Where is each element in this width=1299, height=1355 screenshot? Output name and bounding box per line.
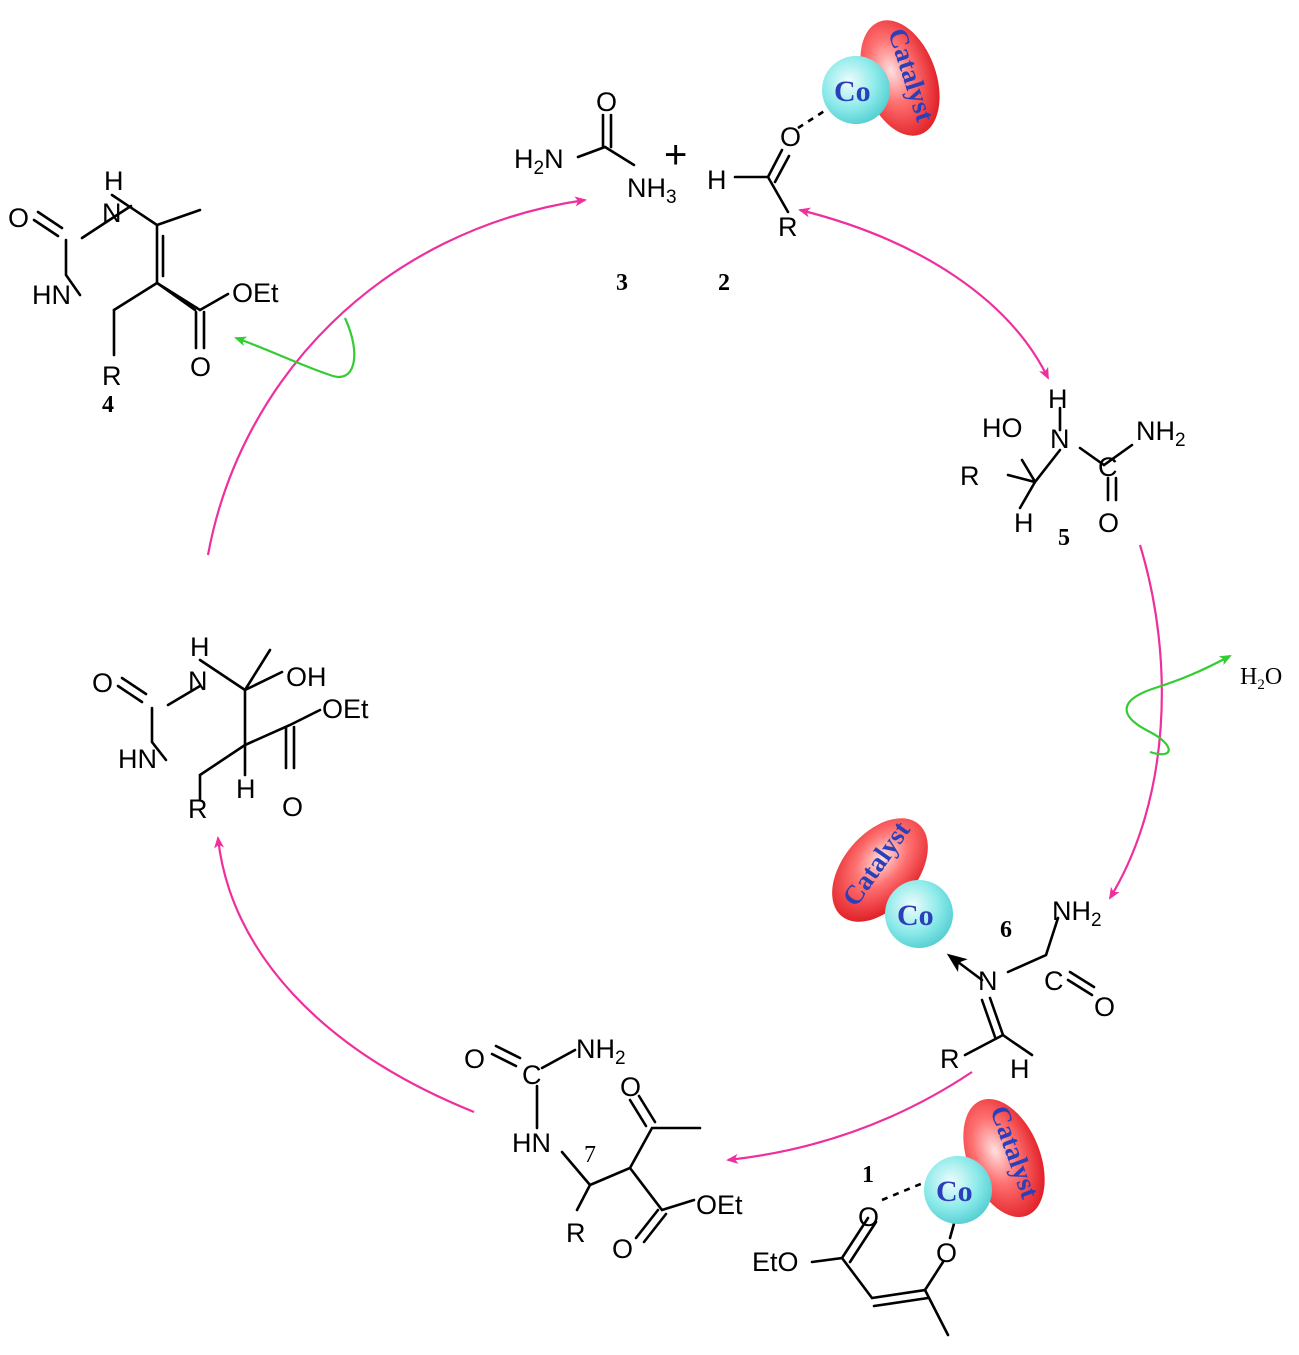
int-hn-label: HN — [118, 744, 157, 774]
c4-n-label: N — [102, 198, 122, 228]
int-o-label: O — [92, 668, 113, 698]
c6-nh2-label: NH2 — [1052, 896, 1102, 931]
c4-number: 4 — [102, 392, 114, 418]
c2-o-label: O — [780, 122, 801, 152]
arrow-5-to-6 — [1108, 544, 1163, 900]
cobalt-sphere — [822, 56, 890, 124]
c7-o-ester-label: O — [612, 1234, 633, 1264]
cycle-arrows — [206, 196, 1163, 1164]
c5-ho-label: HO — [982, 413, 1023, 443]
c4-oet-label: OEt — [232, 278, 279, 308]
catalyst-complex-1: Catalyst Co — [924, 1098, 1045, 1224]
c5-nh2-label: NH2 — [1136, 416, 1186, 451]
c1-o-enol-label: O — [936, 1238, 957, 1268]
c4-hn-label: HN — [32, 280, 71, 310]
c2-r-label: R — [778, 212, 798, 242]
c6-o-label: O — [1094, 992, 1115, 1022]
int-n-label: N — [188, 666, 208, 696]
c5-r-label: R — [960, 461, 980, 491]
int-oet-label: OEt — [322, 694, 369, 724]
c7-r-label: R — [566, 1218, 586, 1248]
c3-nh3-label: NH3 — [627, 173, 677, 208]
c5-number: 5 — [1058, 525, 1070, 551]
c1-number: 1 — [862, 1162, 874, 1188]
c6-h-label: H — [1010, 1054, 1030, 1084]
c7-o-ketone-label: O — [620, 1072, 641, 1102]
int-h-label: H — [236, 774, 256, 804]
c5-n-label: N — [1050, 424, 1070, 454]
c4-o-carbonyl-label: O — [190, 352, 211, 382]
c6-n-label: N — [978, 966, 998, 996]
c5-o-label: O — [1098, 508, 1119, 538]
water-release-arrow — [1125, 655, 1232, 756]
compound-2: H O R 2 Catalyst Co — [707, 20, 940, 296]
int-r-label: R — [188, 794, 208, 824]
c2-number: 2 — [718, 270, 730, 296]
plus-sign: + — [664, 133, 687, 177]
compound-6: NH2 N C O R H 6 Catalyst Co — [832, 816, 1115, 1084]
compound-4: O H N HN OEt O R 4 — [8, 166, 279, 418]
c2-h-label: H — [707, 165, 727, 195]
compound-3: H2N O NH3 3 — [514, 87, 677, 296]
int-oh-label: OH — [286, 662, 327, 692]
release-product-arrow — [234, 317, 356, 378]
c7-oet-label: OEt — [696, 1190, 743, 1220]
int-nh-h-label: H — [190, 632, 210, 662]
cobalt-label: Co — [834, 75, 871, 108]
c5-c-label: C — [1098, 452, 1118, 482]
arrow-6-to-7 — [726, 1071, 973, 1164]
cobalt-label: Co — [897, 899, 934, 932]
arrow-7-to-intermediate — [214, 836, 475, 1114]
arrow-4-to-3 — [206, 196, 587, 556]
cobalt-sphere — [924, 1156, 992, 1224]
c4-o-label: O — [8, 203, 29, 233]
water-label: H2O — [1240, 664, 1282, 693]
int-o-carbonyl-label: O — [282, 792, 303, 822]
arrow-2-to-5 — [798, 207, 1049, 380]
c7-nh2-label: NH2 — [576, 1034, 626, 1069]
c6-r-label: R — [940, 1044, 960, 1074]
c3-o-label: O — [596, 87, 617, 117]
c7-c-label: C — [522, 1060, 542, 1090]
c3-number: 3 — [616, 270, 628, 296]
c5-h-label: H — [1014, 508, 1034, 538]
c5-h-n-label: H — [1048, 384, 1068, 414]
c6-number: 6 — [1000, 917, 1012, 943]
catalyst-complex-6: Catalyst Co — [832, 816, 953, 948]
c7-o-urea-label: O — [464, 1044, 485, 1074]
c6-c-label: C — [1044, 966, 1064, 996]
compound-5: HO H N NH2 C O R H 5 — [960, 384, 1186, 551]
c1-eto-label: EtO — [752, 1247, 799, 1277]
c1-o-ketone-label: O — [858, 1202, 879, 1232]
c3-h2n-label: H2N — [514, 144, 564, 179]
c4-nh-h-label: H — [104, 166, 124, 196]
compound-1: EtO O O 1 Catalyst Co — [752, 1098, 1045, 1337]
c4-r-label: R — [102, 361, 122, 391]
catalyst-complex-2: Catalyst Co — [822, 20, 940, 136]
cyclic-intermediate: O H N OH HN OEt H O R — [92, 632, 369, 824]
cobalt-sphere — [885, 880, 953, 948]
c7-hn-label: HN — [512, 1128, 551, 1158]
c7-number: 7 — [584, 1142, 596, 1168]
compound-7: O C NH2 HN O OEt O R 7 — [464, 1034, 743, 1264]
cobalt-label: Co — [936, 1175, 973, 1208]
